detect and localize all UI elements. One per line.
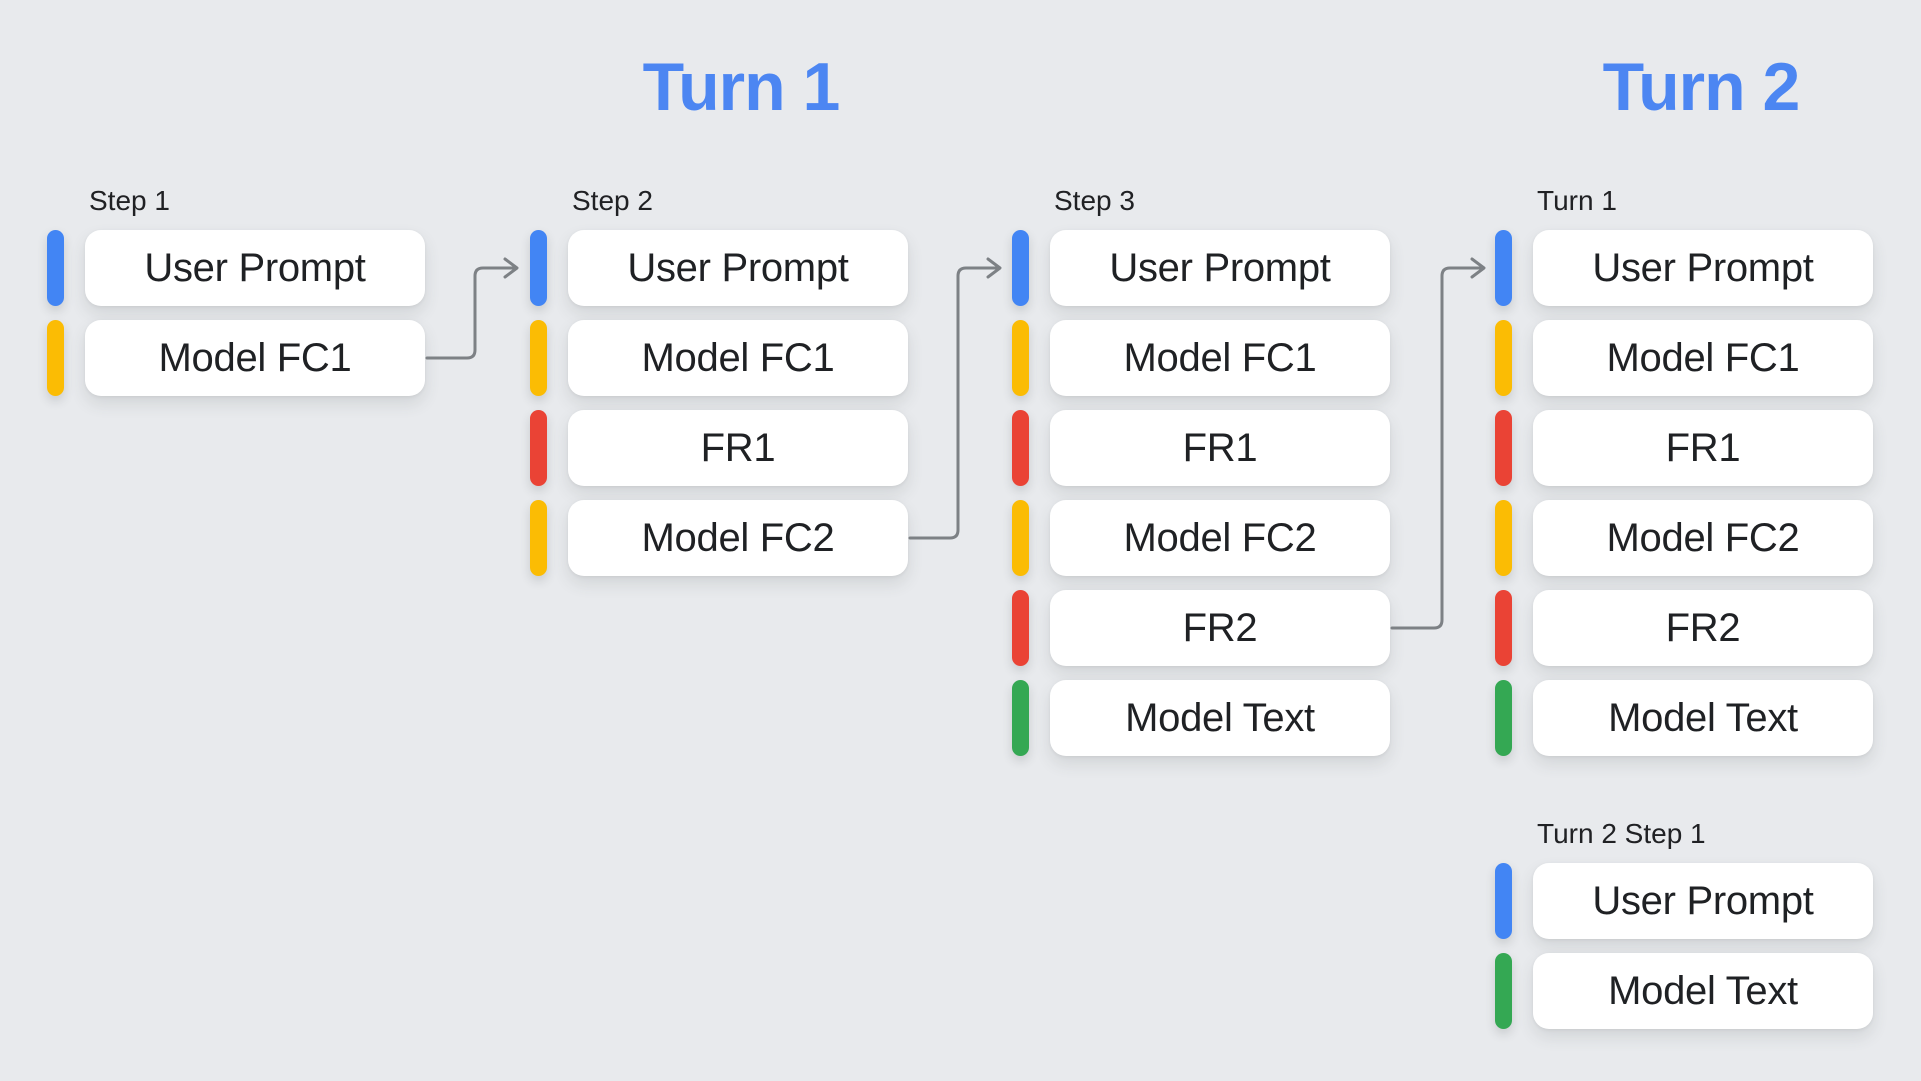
function-response-color-bar bbox=[1495, 590, 1512, 666]
function-response-box: FR1 bbox=[568, 410, 908, 486]
column-label: Turn 2 Step 1 bbox=[1537, 818, 1706, 849]
user-prompt-box: User Prompt bbox=[568, 230, 908, 306]
column-step-1: Step 1 User Prompt Model FC1 bbox=[47, 185, 447, 785]
box-label: Model Text bbox=[1125, 695, 1315, 740]
model-fc-box: Model FC1 bbox=[1050, 320, 1390, 396]
model-text-color-bar bbox=[1495, 680, 1512, 756]
box-label: User Prompt bbox=[144, 245, 366, 290]
user-prompt-color-bar bbox=[530, 230, 547, 306]
column-turn-1: Turn 1 User Prompt Model FC1 FR1 Model F… bbox=[1495, 185, 1895, 785]
diagram-row: Model FC1 bbox=[530, 320, 930, 396]
function-response-box: FR2 bbox=[1533, 590, 1873, 666]
user-prompt-box: User Prompt bbox=[1533, 863, 1873, 939]
column-label: Step 3 bbox=[1054, 185, 1135, 216]
function-response-color-bar bbox=[1012, 410, 1029, 486]
box-label: Model FC2 bbox=[641, 515, 835, 560]
arrowhead-step1-to-step2-icon bbox=[503, 257, 519, 279]
user-prompt-box: User Prompt bbox=[85, 230, 425, 306]
model-fc-box: Model FC1 bbox=[568, 320, 908, 396]
diagram-row: User Prompt bbox=[47, 230, 447, 306]
function-response-box: FR1 bbox=[1050, 410, 1390, 486]
box-label: FR1 bbox=[1665, 425, 1741, 470]
turn-2-title: Turn 2 bbox=[1602, 49, 1801, 125]
column-label: Turn 1 bbox=[1537, 185, 1617, 216]
model-text-box: Model Text bbox=[1533, 680, 1873, 756]
diagram-row: Model Text bbox=[1495, 953, 1895, 1029]
box-label: Model FC2 bbox=[1606, 515, 1800, 560]
model-fc-color-bar bbox=[1012, 320, 1029, 396]
box-label: Model FC1 bbox=[641, 335, 835, 380]
box-label: Model FC1 bbox=[1606, 335, 1800, 380]
column-label: Step 2 bbox=[572, 185, 653, 216]
box-label: FR2 bbox=[1665, 605, 1741, 650]
diagram-row: User Prompt bbox=[1012, 230, 1412, 306]
box-label: Model FC2 bbox=[1123, 515, 1317, 560]
model-fc-box: Model FC1 bbox=[1533, 320, 1873, 396]
diagram-row: Model FC1 bbox=[1495, 320, 1895, 396]
model-fc-color-bar bbox=[1012, 500, 1029, 576]
model-fc-box: Model FC1 bbox=[85, 320, 425, 396]
model-text-color-bar bbox=[1495, 953, 1512, 1029]
model-fc-color-bar bbox=[530, 500, 547, 576]
box-label: FR1 bbox=[1182, 425, 1258, 470]
diagram-row: User Prompt bbox=[1495, 230, 1895, 306]
diagram-row: Model FC1 bbox=[1012, 320, 1412, 396]
diagram-row: Model FC2 bbox=[530, 500, 930, 576]
diagram-row: FR1 bbox=[1012, 410, 1412, 486]
model-fc-color-bar bbox=[47, 320, 64, 396]
model-fc-box: Model FC2 bbox=[1050, 500, 1390, 576]
arrowhead-step3-to-turn1-icon bbox=[1470, 257, 1486, 279]
box-label: User Prompt bbox=[1109, 245, 1331, 290]
diagram-row: FR1 bbox=[1495, 410, 1895, 486]
function-response-color-bar bbox=[530, 410, 547, 486]
model-text-color-bar bbox=[1012, 680, 1029, 756]
diagram-row: FR2 bbox=[1495, 590, 1895, 666]
diagram-row: Model Text bbox=[1495, 680, 1895, 756]
user-prompt-box: User Prompt bbox=[1050, 230, 1390, 306]
diagram-row: Model FC2 bbox=[1495, 500, 1895, 576]
model-text-box: Model Text bbox=[1050, 680, 1390, 756]
model-fc-color-bar bbox=[1495, 320, 1512, 396]
function-response-color-bar bbox=[1495, 410, 1512, 486]
turn-1-title: Turn 1 bbox=[642, 49, 841, 125]
box-label: User Prompt bbox=[1592, 245, 1814, 290]
user-prompt-color-bar bbox=[1495, 230, 1512, 306]
user-prompt-box: User Prompt bbox=[1533, 230, 1873, 306]
function-response-color-bar bbox=[1012, 590, 1029, 666]
box-label: User Prompt bbox=[627, 245, 849, 290]
diagram-row: Model FC2 bbox=[1012, 500, 1412, 576]
box-label: Model Text bbox=[1608, 695, 1798, 740]
box-label: Model FC1 bbox=[158, 335, 352, 380]
user-prompt-color-bar bbox=[47, 230, 64, 306]
diagram-row: FR2 bbox=[1012, 590, 1412, 666]
model-fc-color-bar bbox=[530, 320, 547, 396]
model-fc-box: Model FC2 bbox=[568, 500, 908, 576]
box-label: FR2 bbox=[1182, 605, 1258, 650]
column-label: Step 1 bbox=[89, 185, 170, 216]
diagram-row: User Prompt bbox=[530, 230, 930, 306]
column-step-2: Step 2 User Prompt Model FC1 FR1 Model F… bbox=[530, 185, 930, 785]
user-prompt-color-bar bbox=[1495, 863, 1512, 939]
model-fc-box: Model FC2 bbox=[1533, 500, 1873, 576]
box-label: Model Text bbox=[1608, 968, 1798, 1013]
model-fc-color-bar bbox=[1495, 500, 1512, 576]
diagram-row: User Prompt bbox=[1495, 863, 1895, 939]
box-label: Model FC1 bbox=[1123, 335, 1317, 380]
function-response-box: FR2 bbox=[1050, 590, 1390, 666]
arrowhead-step2-to-step3-icon bbox=[986, 257, 1002, 279]
box-label: User Prompt bbox=[1592, 878, 1814, 923]
user-prompt-color-bar bbox=[1012, 230, 1029, 306]
model-text-box: Model Text bbox=[1533, 953, 1873, 1029]
diagram-row: FR1 bbox=[530, 410, 930, 486]
function-response-box: FR1 bbox=[1533, 410, 1873, 486]
diagram-row: Model FC1 bbox=[47, 320, 447, 396]
box-label: FR1 bbox=[700, 425, 776, 470]
column-turn-2-step-1: Turn 2 Step 1 User Prompt Model Text bbox=[1495, 818, 1895, 1081]
column-step-3: Step 3 User Prompt Model FC1 FR1 Model F… bbox=[1012, 185, 1412, 785]
diagram-row: Model Text bbox=[1012, 680, 1412, 756]
